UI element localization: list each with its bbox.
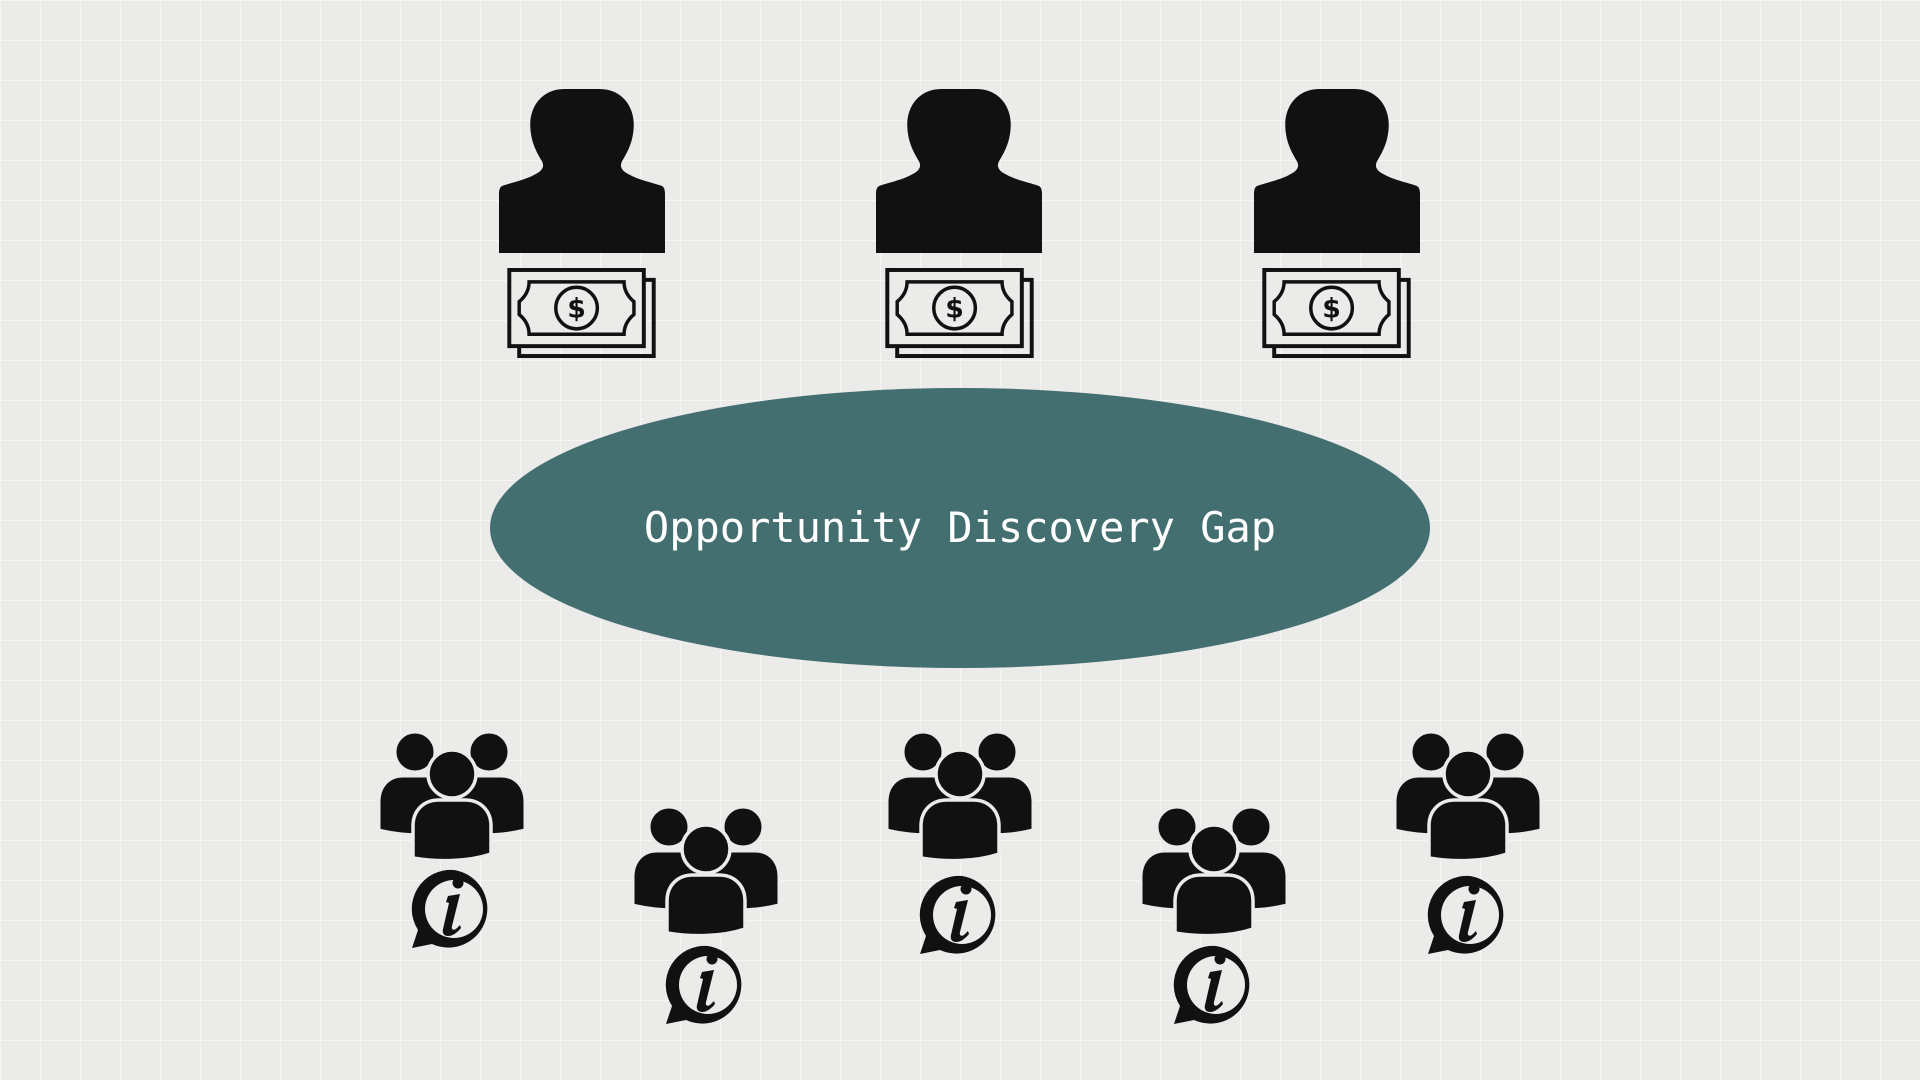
- investor-person-icon: [499, 88, 665, 253]
- info-speech-bubble-icon: [665, 945, 742, 1024]
- group-2: [631, 805, 781, 1024]
- user-group-icon: [377, 730, 527, 860]
- investor-person-icon: [1254, 88, 1420, 253]
- investor-3: [1254, 88, 1420, 359]
- info-speech-bubble-icon: [1427, 875, 1504, 954]
- banknote-dollar-icon: [507, 268, 656, 359]
- group-3: [885, 730, 1035, 954]
- investor-1: [499, 88, 665, 359]
- banknote-dollar-icon: [1262, 268, 1411, 359]
- group-5: [1393, 730, 1543, 954]
- investor-person-icon: [876, 88, 1042, 253]
- user-group-icon: [1393, 730, 1543, 860]
- group-4: [1139, 805, 1289, 1024]
- user-group-icon: [631, 805, 781, 935]
- gap-ellipse: [490, 388, 1430, 668]
- user-group-icon: [885, 730, 1035, 860]
- user-group-icon: [1139, 805, 1289, 935]
- info-speech-bubble-icon: [1173, 945, 1250, 1024]
- group-1: [377, 730, 527, 948]
- investor-2: [876, 88, 1042, 359]
- info-speech-bubble-icon: [919, 875, 996, 954]
- opportunity-gap: Opportunity Discovery Gap: [490, 388, 1430, 668]
- info-speech-bubble-icon: [411, 869, 488, 948]
- gap-label: Opportunity Discovery Gap: [644, 503, 1276, 552]
- banknote-dollar-icon: [885, 268, 1034, 359]
